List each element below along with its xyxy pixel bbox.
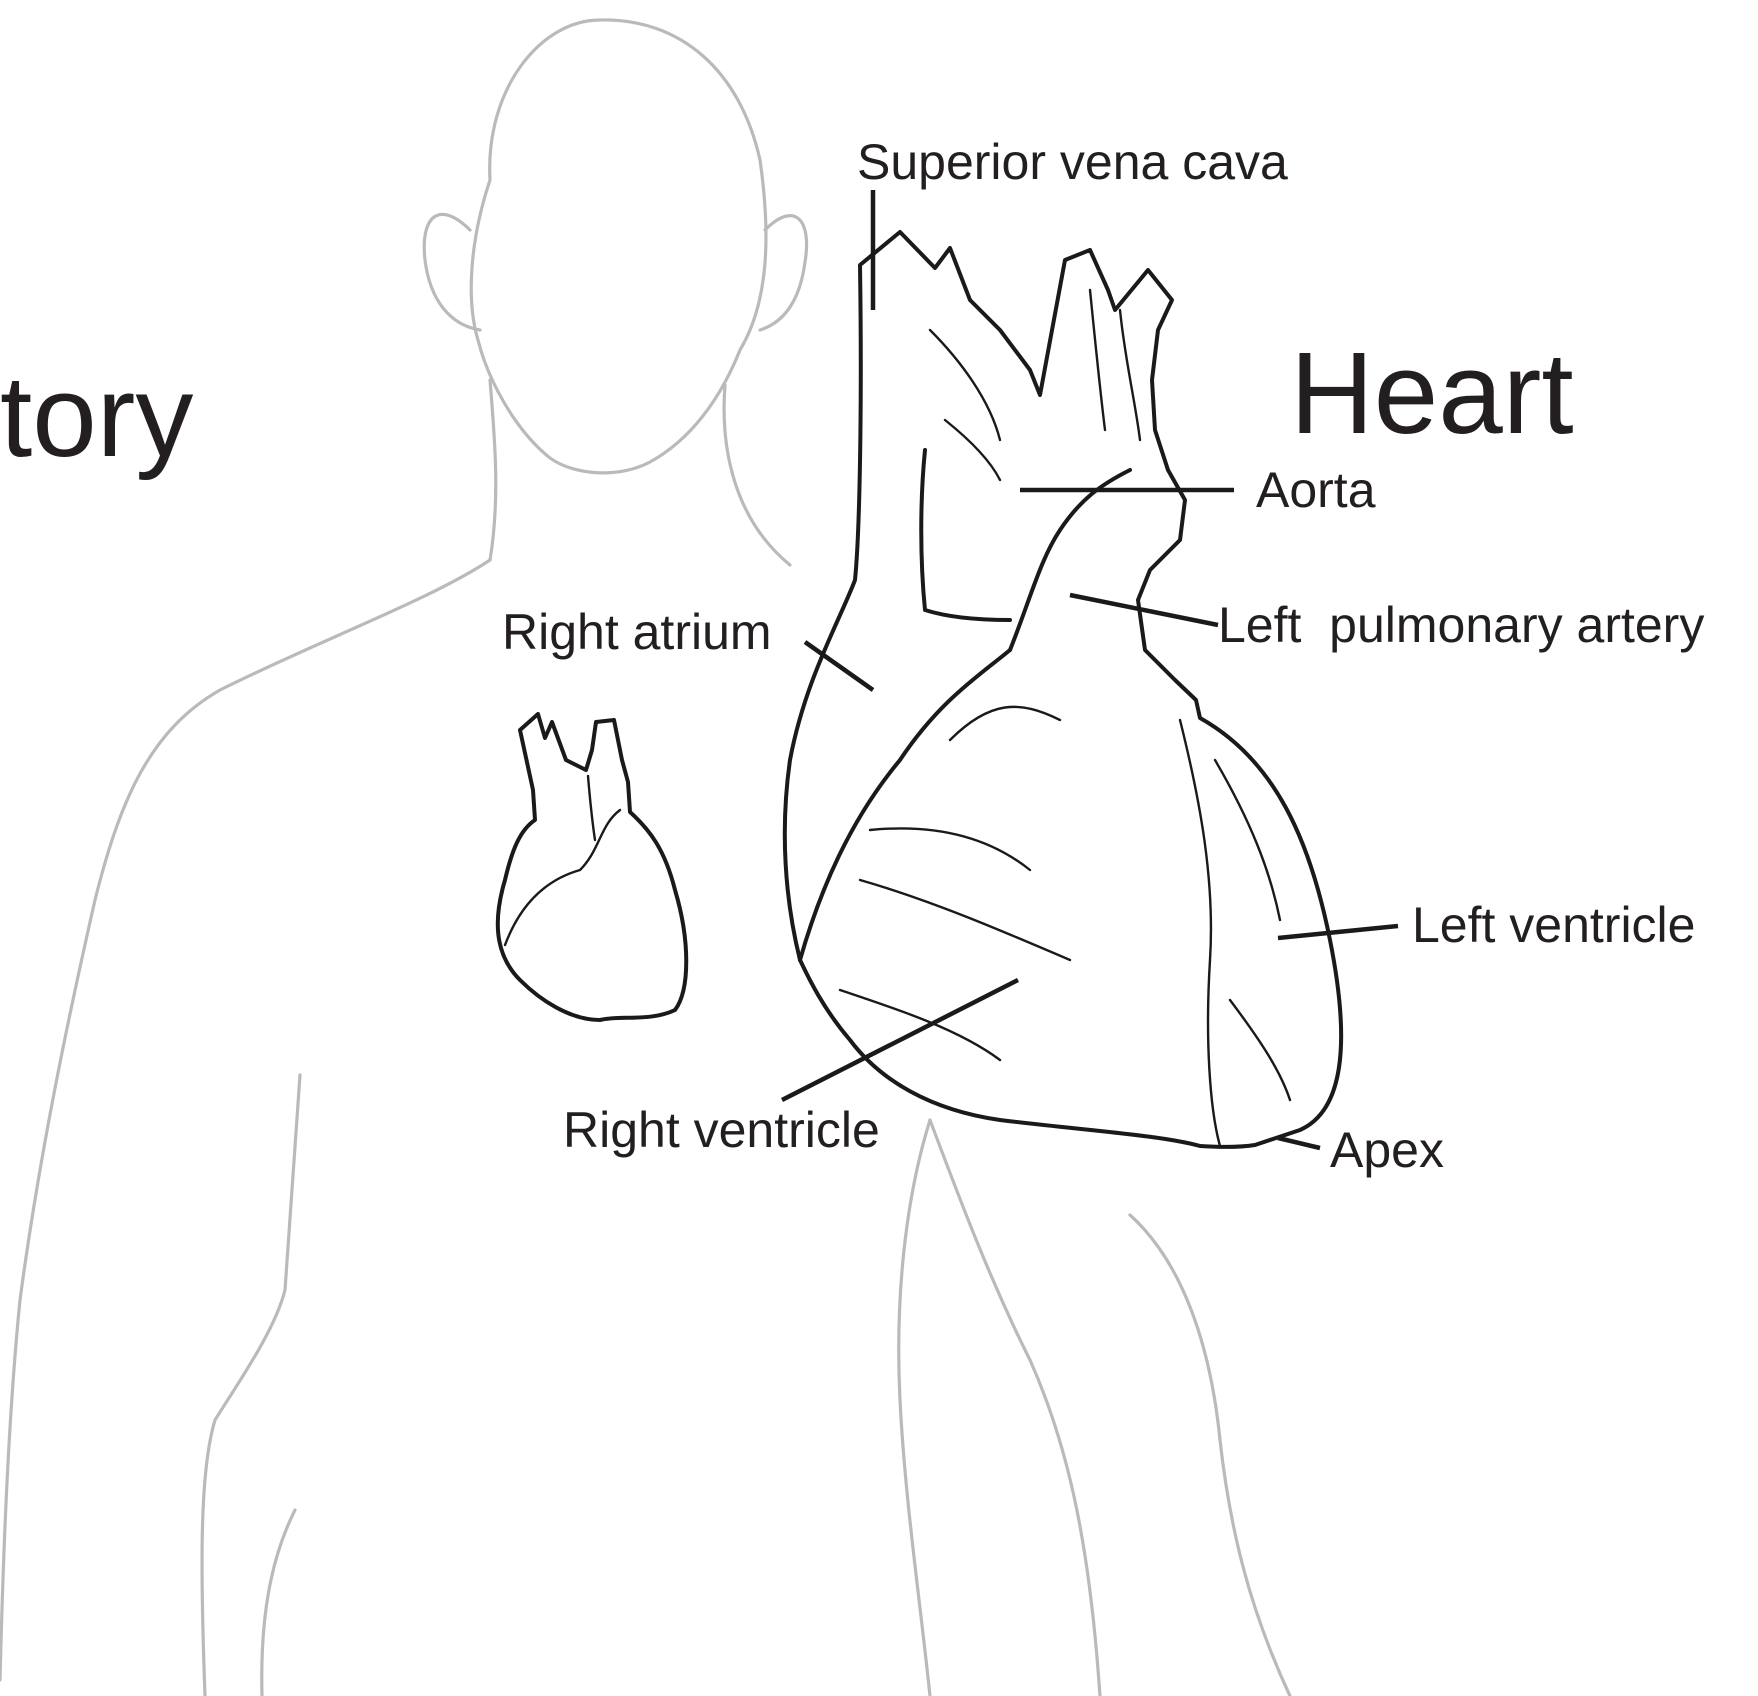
torso-center: [899, 1120, 930, 1696]
surface-vessel-2: [860, 880, 1070, 960]
leader-left-pulmonary-artery: [1070, 595, 1218, 625]
label-left-pulmonary-artery: Left pulmonary artery: [1218, 600, 1704, 650]
surface-vessel-6: [1230, 1000, 1290, 1100]
label-aorta: Aorta: [1256, 465, 1376, 515]
left-arm-inner: [202, 1075, 300, 1696]
interventricular-groove: [1180, 720, 1220, 1146]
neck-left: [490, 380, 496, 560]
label-apex: Apex: [1330, 1125, 1444, 1175]
aorta-detail: [1090, 290, 1140, 440]
neck-right: [724, 385, 790, 565]
left-shoulder: [0, 560, 490, 1680]
left-arm-lower: [262, 1510, 295, 1696]
leader-right-ventricle: [782, 980, 1018, 1100]
main-heart: [785, 232, 1341, 1147]
pulmonary-trunk-outline: [1010, 470, 1130, 650]
label-right-ventricle: Right ventricle: [563, 1105, 880, 1155]
label-right-atrium: Right atrium: [502, 607, 772, 657]
surface-vessel-4: [950, 707, 1060, 740]
label-left-ventricle: Left ventricle: [1412, 900, 1695, 950]
leader-apex: [1278, 1138, 1320, 1148]
small-heart-outline: [498, 714, 686, 1020]
ventricle-division: [800, 650, 1010, 960]
head-outline: [471, 20, 766, 473]
leader-left-ventricle: [1278, 926, 1398, 938]
label-superior-vena-cava: Superior vena cava: [857, 137, 1288, 187]
surface-vessel-1: [870, 828, 1030, 870]
small-heart-vessel: [588, 776, 595, 840]
partial-title-text: tory: [0, 358, 193, 474]
heart-main-outline: [785, 232, 1341, 1147]
right-arm: [1130, 1215, 1290, 1696]
torso-right-curve: [930, 1120, 1100, 1696]
small-heart-icon: [498, 714, 686, 1020]
body-silhouette: [0, 20, 1290, 1696]
leader-right-atrium: [805, 642, 873, 690]
diagram-title: Heart: [1290, 335, 1574, 451]
vena-cava-detail: [930, 330, 1000, 480]
